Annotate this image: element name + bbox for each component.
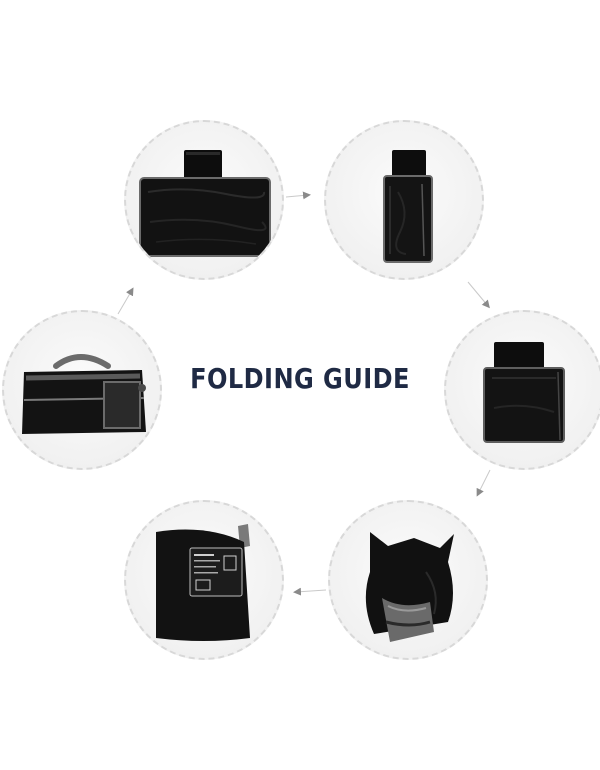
stuffing-into-pouch-icon: [365, 532, 454, 642]
duffel-bag-icon: [22, 354, 146, 434]
folded-flat-bag-icon: [139, 150, 271, 257]
step-1-circle: [124, 120, 284, 280]
guide-title: FOLDING GUIDE: [190, 362, 410, 395]
arrow-step4-to-step5: [293, 587, 327, 596]
arrow-step1-to-step2: [285, 191, 311, 200]
arrow-step3-to-step4: [476, 469, 491, 497]
step-6-circle: [2, 310, 162, 470]
step-4-circle: [328, 500, 488, 660]
step-2-circle: [324, 120, 484, 280]
arrow-step2-to-step3: [467, 281, 490, 309]
folded-square-bag-icon: [483, 342, 565, 443]
step-5-circle: [124, 500, 284, 660]
arrow-step6-to-step1: [117, 287, 134, 315]
folded-narrow-bag-icon: [383, 150, 433, 263]
step-3-circle: [444, 310, 600, 470]
packed-pouch-icon: [156, 524, 250, 641]
